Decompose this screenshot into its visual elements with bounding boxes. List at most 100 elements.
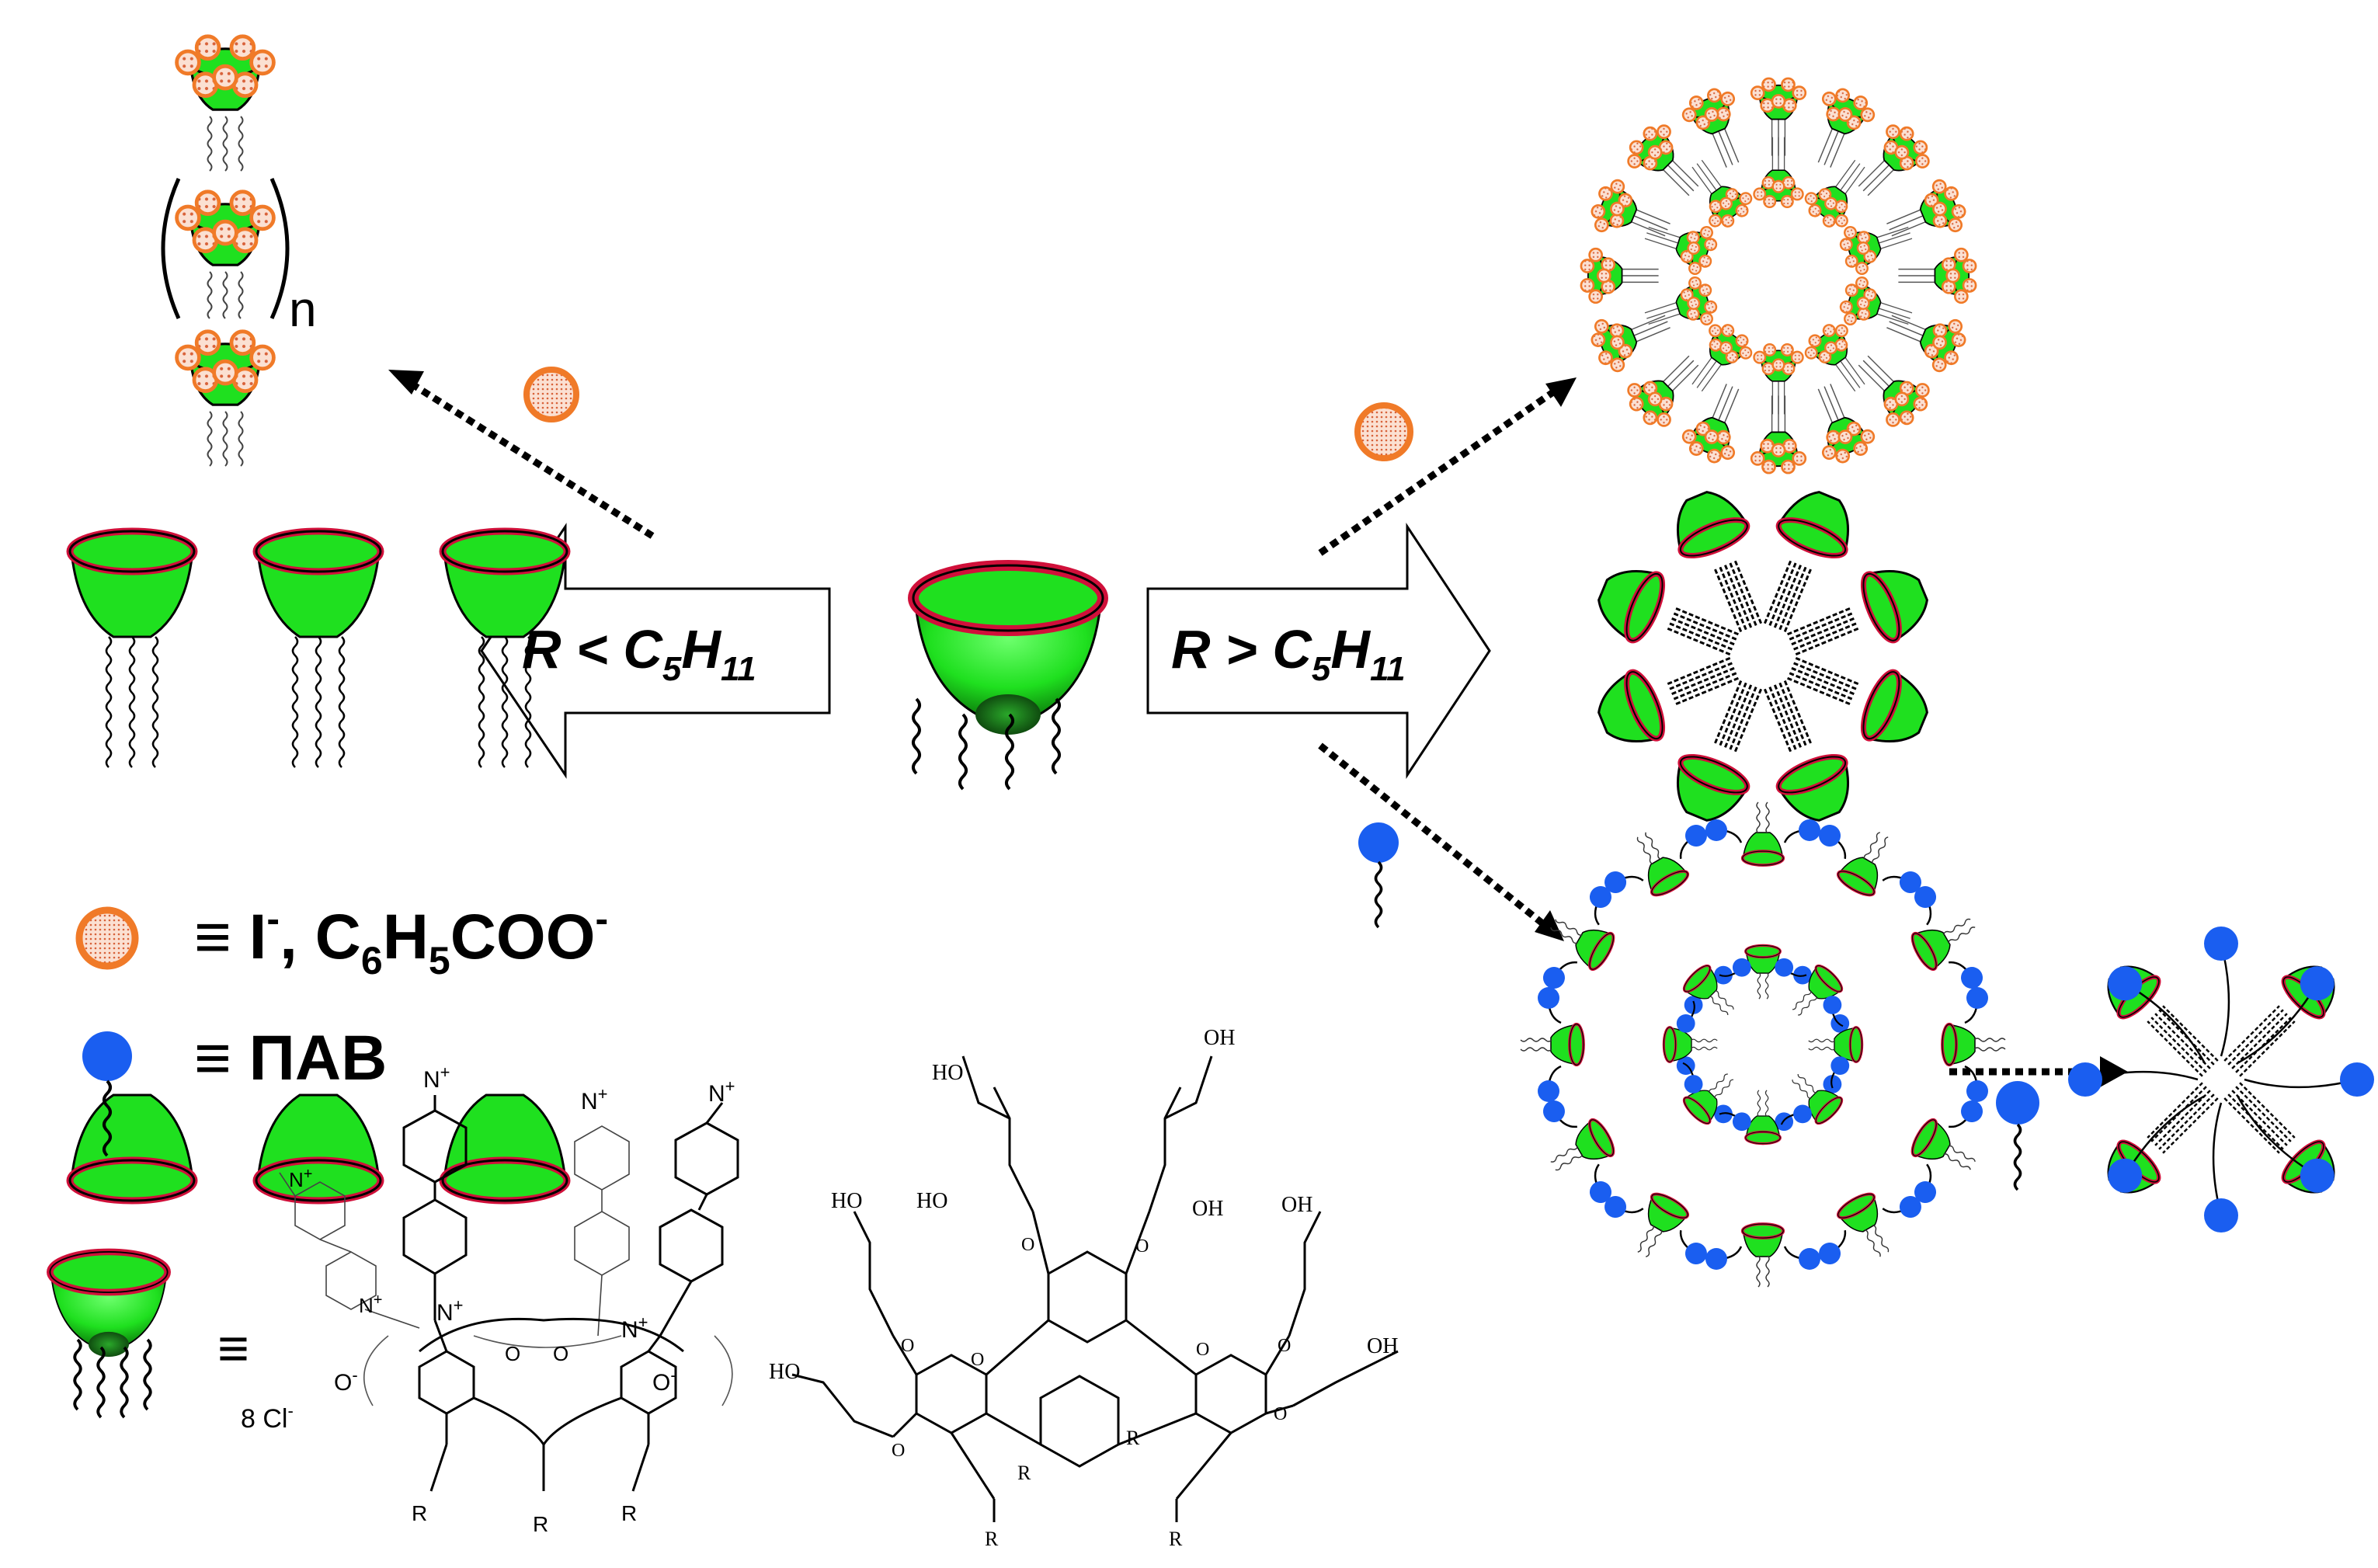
svg-text:N+: N+ [581, 1084, 608, 1114]
micelle-tail [1728, 560, 1757, 626]
micelle-tail [1671, 672, 1737, 701]
svg-text:HO: HO [916, 1189, 947, 1213]
blue-vesicle-outer-cup [1803, 1171, 1934, 1283]
svg-text:HO: HO [769, 1360, 800, 1384]
anion-vesicle [1581, 78, 1976, 473]
micelle-tail [1787, 676, 1853, 707]
micelle-tail [1791, 616, 1857, 646]
svg-text:R: R [533, 1512, 548, 1536]
micelle-tail [1783, 566, 1813, 632]
svg-text:O: O [1135, 1236, 1149, 1257]
micelle-tail [1763, 558, 1793, 624]
vesicle-outer-cup [1581, 249, 1659, 303]
blue-vesicle-inner-cup [1809, 996, 1862, 1093]
micelle-tail [1667, 621, 1733, 651]
vesicle-inner-cup [1754, 344, 1803, 414]
micelle-tail [1789, 611, 1855, 641]
vesicle-outer-cup [1844, 117, 1938, 210]
svg-text:R: R [1126, 1427, 1140, 1449]
svg-text:R: R [985, 1528, 999, 1550]
mixed-micelle-tail [2231, 1013, 2288, 1069]
blue-vesicle-inner-cup [1664, 996, 1717, 1093]
left-block-arrow: R < C5H11 [480, 523, 831, 779]
svg-text:N+: N+ [423, 1062, 450, 1093]
svg-text:OH: OH [1367, 1334, 1398, 1358]
vesicle-outer-cup [1678, 376, 1757, 468]
mixed-micelle-tail [2147, 1020, 2203, 1077]
svg-text:R < C5H11: R < C5H11 [522, 619, 756, 688]
micelle-cup [1664, 482, 1751, 563]
svg-text:O: O [1274, 1404, 1287, 1424]
blue-vesicle-outer-cup [1592, 1171, 1723, 1283]
svg-text:N+: N+ [289, 1166, 312, 1191]
micelle-tail [1773, 562, 1803, 628]
micelle-cup [1589, 557, 1670, 645]
blue-vesicle-outer-cup [1592, 806, 1723, 918]
micelle-tail [1793, 662, 1859, 691]
svg-text:≡ I-, C6H5COO-: ≡ I-, C6H5COO- [194, 897, 608, 982]
svg-text:O-: O- [334, 1365, 358, 1396]
pyridinium-structure-labels: N+ N+ N+ N+ N+ N+ N+ O- O- O O R R R [289, 1062, 735, 1536]
micelle-tail [1718, 682, 1747, 748]
micelle-tail [1669, 666, 1735, 697]
svg-text:N+: N+ [436, 1295, 464, 1326]
micelle [1589, 482, 1936, 829]
right-block-arrow: R > C5H11 [1146, 523, 1491, 779]
svg-text:R: R [621, 1501, 637, 1525]
mixed-micelle-surfactant-head [2204, 927, 2238, 961]
vesicle-outer-cup [1879, 176, 1971, 255]
mixed-micelle-tail [2154, 1013, 2211, 1069]
svg-text:O: O [1021, 1235, 1034, 1255]
micelle-tail [1733, 558, 1763, 624]
micelle-tail [1664, 626, 1731, 656]
vesicle-outer-cup [1879, 297, 1971, 376]
mixed-micelle-surfactant-head [2340, 1062, 2374, 1097]
micelle-tail [1793, 621, 1859, 651]
micelle-tail [1768, 687, 1798, 753]
svg-text:R: R [1017, 1462, 1031, 1484]
mixed-micelle [2068, 927, 2374, 1232]
micelle-tail [1723, 684, 1753, 750]
mixed-micelle-tail [2231, 1090, 2288, 1146]
legend-cup: ≡ 8 Cl- [50, 1252, 294, 1434]
mixed-micelle-tail [2239, 1020, 2296, 1077]
vesicle-inner-cup [1836, 210, 1917, 278]
vesicle-outer-cup [1844, 342, 1938, 435]
surfactant-marker-right [1358, 822, 1399, 929]
micelle-tail [1791, 666, 1857, 697]
blue-vesicle-outer-cup [1890, 874, 2001, 1005]
micelle-tail [1789, 672, 1855, 701]
mixed-micelle-tail [2239, 1082, 2296, 1139]
mixed-micelle-tail [2147, 1082, 2203, 1139]
anion-chain-polymer: n [161, 37, 317, 467]
legend-anion: ≡ I-, C6H5COO- [75, 897, 608, 982]
svg-text:N+: N+ [359, 1292, 382, 1317]
capsule-dimers [66, 527, 571, 1205]
micelle-tail [1712, 680, 1743, 746]
vesicle-outer-cup [1586, 176, 1678, 255]
vesicle-outer-cup [1898, 249, 1976, 303]
svg-text:HO: HO [932, 1061, 963, 1085]
micelle-tail [1718, 565, 1747, 631]
svg-text:OH: OH [1204, 1026, 1235, 1050]
micelle-tail [1763, 688, 1793, 755]
legend-surfactant: ≡ ΠAB [82, 1023, 387, 1156]
mixed-micelle-surfactant-head [2300, 966, 2335, 1001]
vesicle-outer-cup [1620, 342, 1713, 435]
micelle-cup [1856, 557, 1937, 645]
svg-text:N+: N+ [621, 1312, 648, 1343]
anion-marker-right [1354, 402, 1413, 461]
svg-text:HO: HO [831, 1189, 862, 1213]
vesicle-outer-cup [1799, 83, 1879, 176]
svg-text:O: O [1196, 1340, 1209, 1360]
mixed-micelle-surfactant-head [2108, 966, 2143, 1001]
vesicle-inner-cup [1639, 210, 1721, 278]
blue-vesicle-inner-cup [1714, 1090, 1812, 1144]
vesicle-inner-cup [1799, 149, 1879, 235]
vesicle-inner-cup [1677, 149, 1758, 235]
svg-text:O: O [901, 1336, 914, 1356]
blue-vesicle-outer-cup [1942, 987, 2005, 1102]
mixed-micelle-tail [2162, 1005, 2219, 1062]
svg-text:8 Cl-: 8 Cl- [241, 1401, 294, 1434]
svg-text:≡: ≡ [217, 1318, 249, 1379]
